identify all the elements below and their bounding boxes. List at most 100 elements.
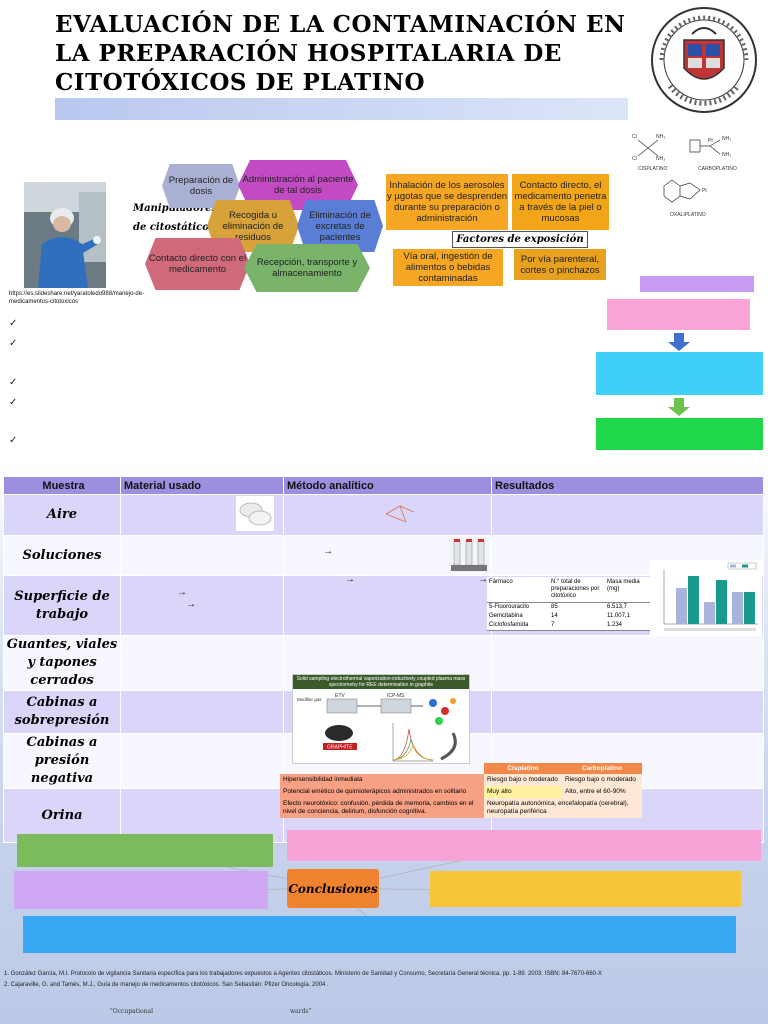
arrow-icon: →	[186, 599, 196, 610]
poster-title: EVALUACIÓN DE LA CONTAMINACIÓN EN LA PRE…	[55, 11, 626, 96]
sampling-figure-title: Solid sampling electrothermal vaporizati…	[293, 675, 469, 689]
adverse-carboplatino-value: Riesgo bajo o moderado	[562, 774, 642, 786]
adverse-cisplatino-value: Neuropatía autonómica, encefalopatía (ce…	[484, 798, 642, 818]
check-icon: ✓	[9, 435, 18, 446]
hex-contacto: Contacto directo con el medicamento	[145, 238, 250, 290]
svg-text:Pt: Pt	[708, 138, 713, 144]
drug-mass: 6.513,7	[607, 604, 628, 610]
check-icon: ✓	[9, 377, 18, 388]
drug-table-header: Fármaco	[489, 579, 513, 585]
adverse-carboplatino-value: Alto, entre el 60-90%	[562, 786, 642, 798]
references: 1. González García, M.I. Protocolo de vi…	[4, 969, 764, 991]
exposure-oral: Vía oral, ingestión de alimentos o bebid…	[393, 249, 503, 286]
row-label-superficie: Superficie de trabajo	[3, 575, 121, 636]
handlers-label-line2: de citostáticos	[133, 222, 215, 233]
lab-worker-photo	[24, 182, 106, 288]
hex-eliminacion: Eliminación de excretas de pacientes	[297, 200, 383, 252]
adverse-header-carboplatino: Carboplatino	[562, 763, 642, 774]
check-icon: ✓	[9, 397, 18, 408]
svg-text:NH₃: NH₃	[656, 156, 665, 162]
adverse-effect-name: Hipersensibilidad inmediata	[280, 774, 484, 786]
conclusion-box-pink	[287, 830, 761, 861]
row-label-presion-negativa: Cabinas a presión negativa	[3, 733, 121, 789]
header-metodo: Método analítico	[283, 476, 492, 495]
adverse-cisplatino-value: Muy alto	[484, 786, 562, 798]
modifier-gas-label: Modifier gas	[297, 697, 322, 702]
platinum-molecules-figure: Cl Cl NH₃ NH₃ Pt NH₃ NH₃ Pt CISPLATINO C…	[628, 128, 753, 220]
flow-box-cyan	[596, 352, 763, 395]
flow-box-pink	[607, 299, 750, 330]
flow-arrow-down-blue-icon	[668, 333, 690, 351]
drug-table-header: Masa media (mg)	[607, 579, 640, 592]
arrow-icon: →	[345, 574, 355, 585]
header-resultados: Resultados	[491, 476, 764, 495]
handlers-label-line1: Manipuladores	[133, 203, 218, 214]
adverse-effect-name: Efecto neurotóxico: confusión, pérdida d…	[280, 798, 484, 818]
footer-text-right: wards"	[290, 1008, 312, 1015]
results-bar-chart-image	[650, 560, 762, 636]
flow-box-green	[596, 418, 763, 450]
flow-box-lavender	[640, 276, 754, 292]
exposure-inhalation: Inhalación de los aerosoles y µgotas que…	[386, 174, 508, 230]
etv-label: ETV	[335, 693, 345, 699]
footer-text-left: "Occupational	[110, 1008, 153, 1015]
svg-text:NH₃: NH₃	[656, 134, 665, 140]
arrow-icon: →	[478, 574, 488, 585]
table-row: Soluciones	[3, 535, 764, 576]
reference-2: 2. Cajaraville, G. and Tamés, M.J., Guía…	[4, 982, 329, 988]
adverse-cisplatino-value: Riesgo bajo o moderado	[484, 774, 562, 786]
conclusion-box-yellow	[430, 871, 741, 907]
conclusion-box-blue	[23, 916, 736, 953]
flow-arrow-down-green-icon	[668, 398, 690, 416]
table-header-row: Muestra Material usado Método analítico …	[3, 476, 764, 495]
drug-name: Ciclofosfamida	[489, 622, 529, 628]
row-label-guantes: Guantes, viales y tapones cerrados	[3, 635, 121, 691]
row-label-aire: Aire	[3, 494, 121, 536]
drug-table: Fármaco N.° total de preparaciones por c…	[487, 577, 650, 631]
graphite-label: GRAPHITE	[327, 745, 353, 751]
title-underline-bar	[55, 98, 628, 120]
row-label-sobrepresion: Cabinas a sobrepresión	[3, 690, 121, 734]
header-material: Material usado	[120, 476, 284, 495]
reference-1: 1. González García, M.I. Protocolo de vi…	[4, 971, 602, 977]
adverse-header-cisplatino: Cisplatino	[484, 763, 562, 774]
icpms-label: ICP-MS	[387, 693, 405, 699]
exposure-contact: Contacto directo, el medicamento penetra…	[512, 174, 609, 230]
drug-name: Gemcitabina	[489, 613, 523, 619]
svg-text:Cl: Cl	[632, 134, 637, 140]
sampling-figure-diagram: GRAPHITE Modifier gas ETV ICP-MS	[297, 693, 457, 762]
arrow-icon: →	[323, 546, 333, 557]
photo-caption: https://es.slideshare.net/yaratoledo988/…	[9, 291, 145, 305]
drug-count: 7	[551, 622, 555, 628]
conclusion-box-lavender	[14, 871, 268, 909]
university-seal-icon	[651, 7, 757, 113]
row-label-orina: Orina	[3, 788, 121, 843]
conclusion-box-green	[17, 834, 273, 867]
drug-count: 85	[551, 604, 558, 610]
svg-text:Pt: Pt	[702, 188, 707, 194]
svg-text:NH₃: NH₃	[722, 136, 731, 142]
check-icon: ✓	[9, 318, 18, 329]
drug-name: 5-Fluorouracilo	[489, 604, 530, 610]
molecule-label-oxaliplatino: OXALIPLATINO	[670, 212, 706, 218]
drug-count: 14	[551, 613, 558, 619]
molecule-label-cisplatino: CISPLATINO	[638, 166, 667, 172]
check-icon: ✓	[9, 338, 18, 349]
drug-table-header: N.° total de preparaciones por citotóxic…	[551, 579, 600, 599]
svg-text:NH₃: NH₃	[722, 152, 731, 158]
adverse-effects-table: Cisplatino Carboplatino Hipersensibilida…	[280, 763, 642, 818]
sampling-figure: Solid sampling electrothermal vaporizati…	[292, 674, 470, 764]
filter-discs-image	[236, 496, 274, 531]
adverse-effect-name: Potencial emético de quimioterápicos adm…	[280, 786, 484, 798]
header-muestra: Muestra	[3, 476, 121, 495]
conclusions-label: Conclusiones	[287, 869, 379, 908]
drug-mass: 11.007,1	[607, 613, 630, 619]
exposure-factors-label: Factores de exposición	[452, 231, 588, 248]
molecule-label-carboplatino: CARBOPLATINO	[698, 166, 737, 172]
svg-text:Cl: Cl	[632, 156, 637, 162]
vials-image	[449, 537, 489, 573]
exposure-parenteral: Por vía parenteral, cortes o pinchazos	[514, 249, 606, 280]
drug-mass: 1.234	[607, 622, 623, 628]
sampling-lines-icon	[385, 505, 415, 523]
row-label-soluciones: Soluciones	[3, 535, 121, 576]
